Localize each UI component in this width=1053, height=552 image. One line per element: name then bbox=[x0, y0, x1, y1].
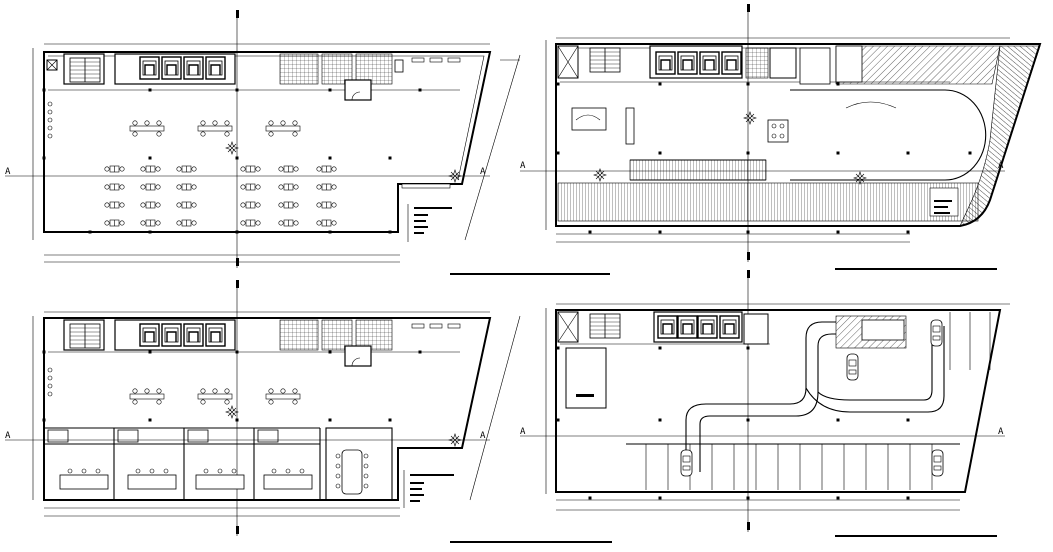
building-outline bbox=[555, 309, 1002, 493]
section-marker-left: A bbox=[520, 161, 526, 171]
workstation-cluster-left bbox=[104, 165, 197, 227]
legend-block bbox=[403, 470, 454, 508]
section-marker-right: A bbox=[480, 167, 486, 177]
section-marker-left: A bbox=[520, 427, 526, 437]
lobby bbox=[571, 89, 987, 185]
floor-plan-bottom-right: A A bbox=[520, 270, 1010, 537]
plan-title-underline bbox=[835, 268, 997, 270]
section-marker-left: A bbox=[5, 431, 11, 441]
parking-stalls bbox=[626, 312, 991, 490]
private-offices bbox=[44, 427, 393, 501]
section-marker-right: A bbox=[998, 427, 1004, 437]
building-outline bbox=[43, 317, 492, 501]
office-furniture bbox=[47, 367, 462, 447]
side-seating bbox=[47, 101, 53, 139]
service-core bbox=[557, 45, 831, 85]
service-core bbox=[46, 53, 461, 101]
floor-plan-top-left: A A bbox=[5, 10, 610, 275]
floor-plan-bottom-left: A A bbox=[5, 280, 612, 543]
service-core bbox=[557, 311, 769, 409]
section-marker-left: A bbox=[5, 167, 11, 177]
section-marker-right: A bbox=[480, 431, 486, 441]
floor-plan-top-right: A A bbox=[520, 4, 1042, 270]
side-seating bbox=[47, 367, 53, 397]
dimension-lines: A A bbox=[5, 10, 521, 268]
sidewalk-hatch bbox=[557, 182, 979, 222]
plan-title-underline bbox=[450, 541, 612, 543]
dimension-lines: A A bbox=[520, 4, 1010, 262]
dimension-lines: A A bbox=[520, 270, 1010, 532]
workstation-cluster-right bbox=[240, 165, 337, 227]
plan-title-underline bbox=[450, 273, 610, 275]
legend-block bbox=[407, 204, 452, 242]
service-core bbox=[63, 319, 461, 367]
drive-ramp bbox=[685, 315, 945, 472]
dimension-lines: A A bbox=[5, 280, 521, 536]
office-furniture bbox=[47, 101, 462, 227]
ramp-hatch bbox=[835, 45, 1041, 227]
plan-title-underline bbox=[835, 535, 997, 537]
columns bbox=[42, 88, 422, 234]
